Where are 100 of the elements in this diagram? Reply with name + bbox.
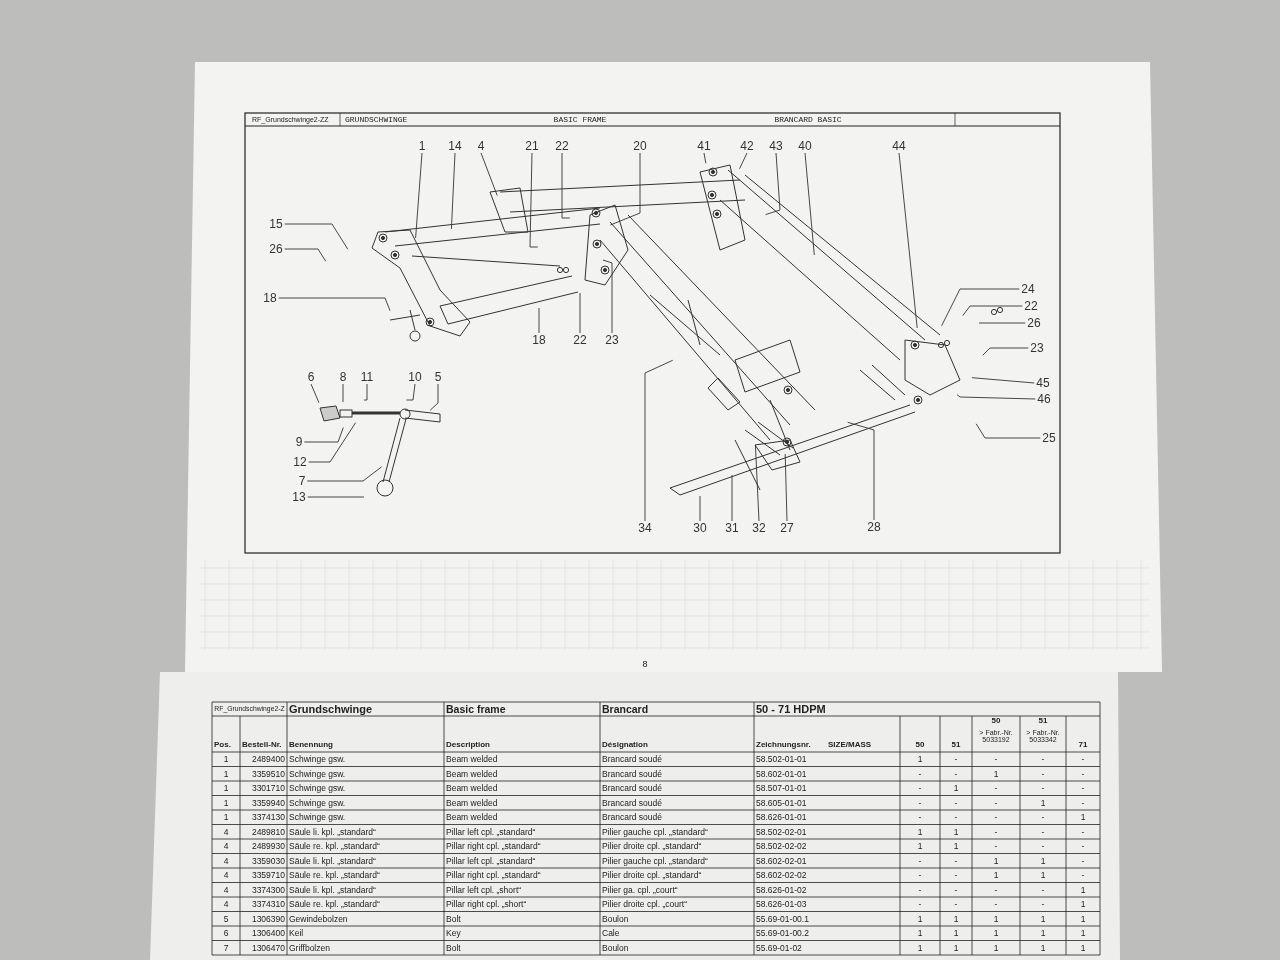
page-number: 8: [642, 659, 648, 669]
table-cell: Schwinge gsw.: [289, 813, 346, 822]
leader-line: [538, 307, 540, 334]
callout-number: 18: [263, 292, 277, 304]
header-text: BASIC FRAME: [553, 115, 607, 124]
table-cell: 55.69-01-00.2: [756, 929, 809, 938]
table-cell: 3359940: [251, 798, 285, 807]
table-cell: -: [954, 900, 958, 909]
table-cell: Pillar right cpl. „standard“: [446, 842, 541, 851]
callout-number: 13: [292, 491, 306, 503]
table-cell: 1: [1080, 813, 1086, 822]
table-cell: 1: [993, 856, 999, 865]
leader-line: [609, 152, 641, 226]
column-header: Basic frame: [446, 703, 506, 715]
column-header: Benennung: [289, 741, 333, 749]
column-header: SIZE/MASS: [828, 741, 872, 749]
table-cell: Brancard soudé: [602, 798, 662, 807]
callout-number: 10: [408, 371, 422, 383]
table-cell: -: [918, 871, 922, 880]
table-cell: 3359510: [251, 769, 285, 778]
callout-number: 18: [532, 334, 546, 346]
table-cell: 3374130: [251, 813, 285, 822]
table-cell: -: [954, 871, 958, 880]
column-header: Brancard: [602, 703, 649, 715]
callout-number: 32: [752, 522, 766, 534]
callout-number: 45: [1036, 377, 1050, 389]
callout-number: 22: [555, 140, 569, 152]
table-cell: 58.605-01-01: [756, 798, 807, 807]
leader-line: [975, 423, 1041, 439]
column-header: Zeichnungsnr.: [756, 741, 811, 749]
table-cell: 1: [1080, 885, 1086, 894]
table-cell: 1: [993, 929, 999, 938]
table-cell: -: [954, 769, 958, 778]
table-cell: -: [1041, 885, 1045, 894]
leader-line: [971, 377, 1035, 384]
table-cell: Schwinge gsw.: [289, 755, 346, 764]
table-cell: 1: [1080, 914, 1086, 923]
leader-line: [731, 474, 733, 522]
table-cell: 1: [953, 929, 959, 938]
table-cell: 58.502-02-02: [756, 842, 807, 851]
leader-line: [644, 359, 674, 522]
table-cell: 1: [917, 755, 923, 764]
table-cell: -: [954, 755, 958, 764]
table-cell: -: [954, 885, 958, 894]
table-cell: Keil: [289, 929, 304, 938]
table-cell: Schwinge gsw.: [289, 769, 346, 778]
callout-number: 41: [697, 140, 711, 152]
callout-number: 6: [307, 371, 315, 383]
table-cell: -: [1081, 769, 1085, 778]
table-cell: 1: [993, 914, 999, 923]
table-cell: 6: [223, 929, 229, 938]
table-cell: Beam welded: [446, 784, 498, 793]
table-cell: 55.69-01-02: [756, 943, 802, 952]
table-cell: Brancard soudé: [602, 769, 662, 778]
leader-line: [703, 152, 707, 164]
leader-line: [898, 152, 918, 329]
table-cell: Pilier gauche cpl. „standard“: [602, 827, 708, 836]
table-cell: -: [1041, 900, 1045, 909]
table-cell: Beam welded: [446, 769, 498, 778]
table-cell: 3374300: [251, 885, 285, 894]
leader-line: [956, 394, 1036, 400]
table-cell: Säule re. kpl. „standard“: [289, 871, 380, 880]
leader-line: [561, 152, 571, 219]
leader-line: [847, 421, 875, 521]
table-cell: 1: [953, 784, 959, 793]
table-cell: 4: [223, 827, 229, 836]
table-cell: 2489810: [251, 827, 285, 836]
table-cell: -: [918, 798, 922, 807]
leader-line: [529, 152, 539, 248]
table-cell: Griffbolzen: [289, 943, 330, 952]
callout-number: 5: [434, 371, 442, 383]
table-cell: -: [1041, 827, 1045, 836]
callout-number: 27: [780, 522, 794, 534]
leader-line: [699, 495, 701, 522]
table-cell: 3359710: [251, 871, 285, 880]
callout-number: 43: [769, 140, 783, 152]
table-cell: 1: [917, 842, 923, 851]
table-cell: Pillar right cpl. „short“: [446, 900, 527, 909]
callout-number: 21: [525, 140, 539, 152]
table-cell: Gewindebolzen: [289, 914, 348, 923]
callout-number: 26: [1027, 317, 1041, 329]
table-cell: Beam welded: [446, 813, 498, 822]
table-cell: 4: [223, 856, 229, 865]
table-cell: Boulon: [602, 914, 629, 923]
leader-line: [941, 288, 1020, 327]
table-cell: 1: [223, 784, 229, 793]
table-cell: 4: [223, 885, 229, 894]
callout-number: 30: [693, 522, 707, 534]
table-cell: 1306390: [251, 914, 285, 923]
table-cell: Pilier droite cpl. „court“: [602, 900, 688, 909]
table-cell: 58.626-01-02: [756, 885, 807, 894]
table-cell: 58.502-02-01: [756, 827, 807, 836]
callout-number: 34: [638, 522, 652, 534]
table-cell: 1: [1040, 871, 1046, 880]
table-cell: Beam welded: [446, 755, 498, 764]
table-cell: 5: [223, 914, 229, 923]
table-cell: 1: [1080, 900, 1086, 909]
table-cell: 1: [917, 943, 923, 952]
table-cell: 1: [953, 943, 959, 952]
table-cell: 2489400: [251, 755, 285, 764]
